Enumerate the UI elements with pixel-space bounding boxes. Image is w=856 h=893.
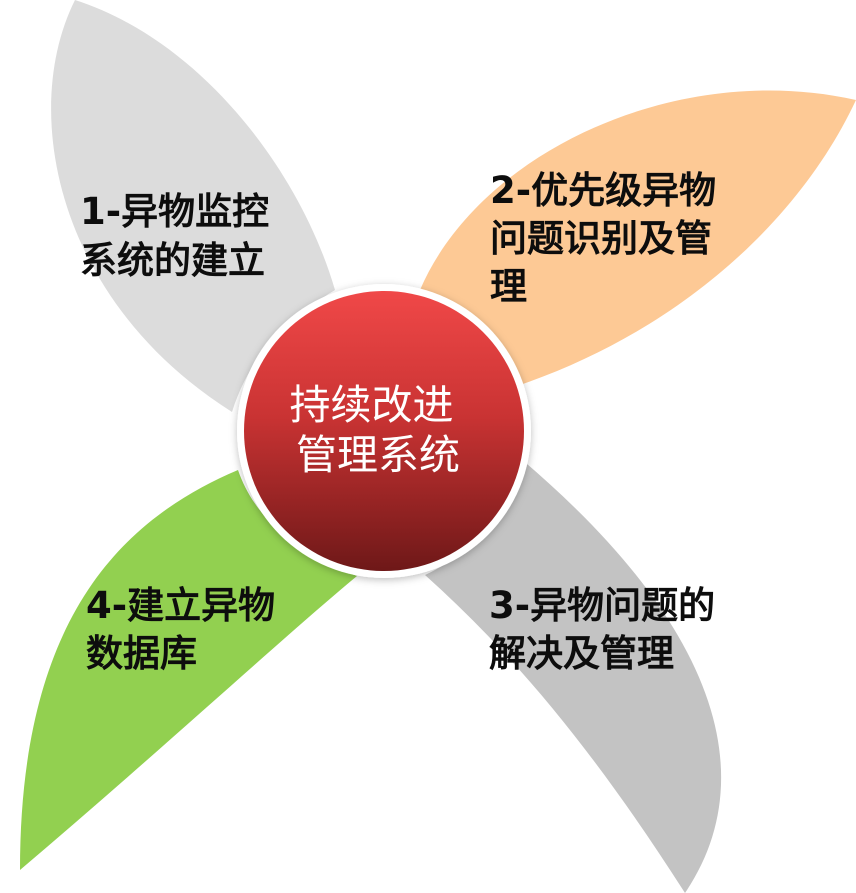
petal-2-label-line-2: 问题识别及管 [490,217,712,260]
petal-3-label: 3-异物问题的 解决及管理 [489,584,728,675]
center-label-line-1: 持续改进 [289,381,453,429]
petal-1-label-line-2: 系统的建立 [80,239,265,282]
petal-4-label-line-1: 4-建立异物 [86,584,275,627]
center-circle [244,291,524,571]
petal-2-label-line-3: 理 [490,265,527,308]
petal-2-label-line-1: 2-优先级异物 [490,169,716,212]
petal-3-label-line-2: 解决及管理 [489,632,674,675]
petal-1-shape [51,0,335,412]
petal-1-label: 1-异物监控 系统的建立 [80,190,282,282]
petal-4-label-line-2: 数据库 [86,632,197,675]
petal-4-label: 4-建立异物 数据库 [86,584,288,675]
petal-4-shape [20,470,357,870]
petal-2-label: 2-优先级异物 问题识别及管 理 [490,169,729,308]
center-label: 持续改进 管理系统 [289,381,466,479]
petal-3-label-line-1: 3-异物问题的 [489,584,715,627]
petal-2-shape [420,90,856,386]
center-label-line-2: 管理系统 [296,431,460,479]
petal-1-label-line-1: 1-异物监控 [80,190,269,233]
petal-3-shape [425,458,722,893]
